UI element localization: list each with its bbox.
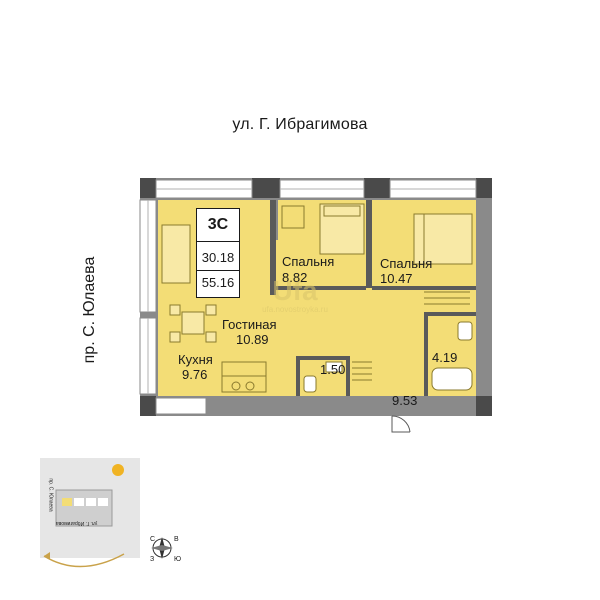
compass-label-east: В: [174, 536, 179, 543]
compass-label-south: Ю: [174, 556, 182, 563]
watermark: Ufa ufa.novostroyka.ru: [250, 277, 340, 315]
sofa: [161, 224, 191, 284]
room-area-bath: 4.19: [432, 350, 458, 365]
room-name-bedroom1: Спальня: [282, 254, 335, 269]
room-area-living: 10.89: [236, 332, 269, 347]
room-area-wc: 1.50: [320, 362, 346, 377]
living-area: 30.18: [201, 250, 235, 265]
total-area: 55.16: [197, 270, 239, 297]
minimap-street-top: ул. Г. Ибрагимова: [56, 520, 98, 526]
bed-2: [413, 213, 473, 265]
compass-label-west: З: [150, 556, 155, 563]
room-area-kitchen: 9.76: [182, 367, 208, 382]
room-name-bedroom2: Спальня: [380, 256, 433, 271]
room-name-living: Гостиная: [222, 317, 277, 332]
bath-fixtures: [431, 321, 473, 391]
room-area-bedroom1: 8.82: [282, 270, 308, 285]
compass-label-north: С: [150, 536, 156, 543]
entrance-door: [391, 415, 411, 433]
apartment-badge: 3С 30.18 55.16: [196, 208, 240, 298]
dining-table: [169, 304, 217, 343]
apartment-type: 3С: [197, 209, 239, 242]
compass-icon: [151, 537, 173, 559]
watermark-site: ufa.novostroyka.ru: [262, 305, 328, 314]
room-area-hall: 9.53: [392, 393, 418, 408]
location-minimap: [40, 458, 173, 568]
street-label-top: ул. Г. Ибрагимова: [232, 116, 368, 133]
room-name-kitchen: Кухня: [178, 352, 213, 367]
interior-walls: [270, 200, 476, 396]
room-area-bedroom2: 10.47: [380, 271, 413, 286]
watermark-logo: Ufa: [272, 275, 318, 306]
bed-1: [319, 203, 365, 255]
kitchen-counter: [221, 361, 267, 393]
wc-fixtures: [303, 361, 343, 393]
minimap-street-left: пр. С. Юлаева: [47, 478, 54, 512]
